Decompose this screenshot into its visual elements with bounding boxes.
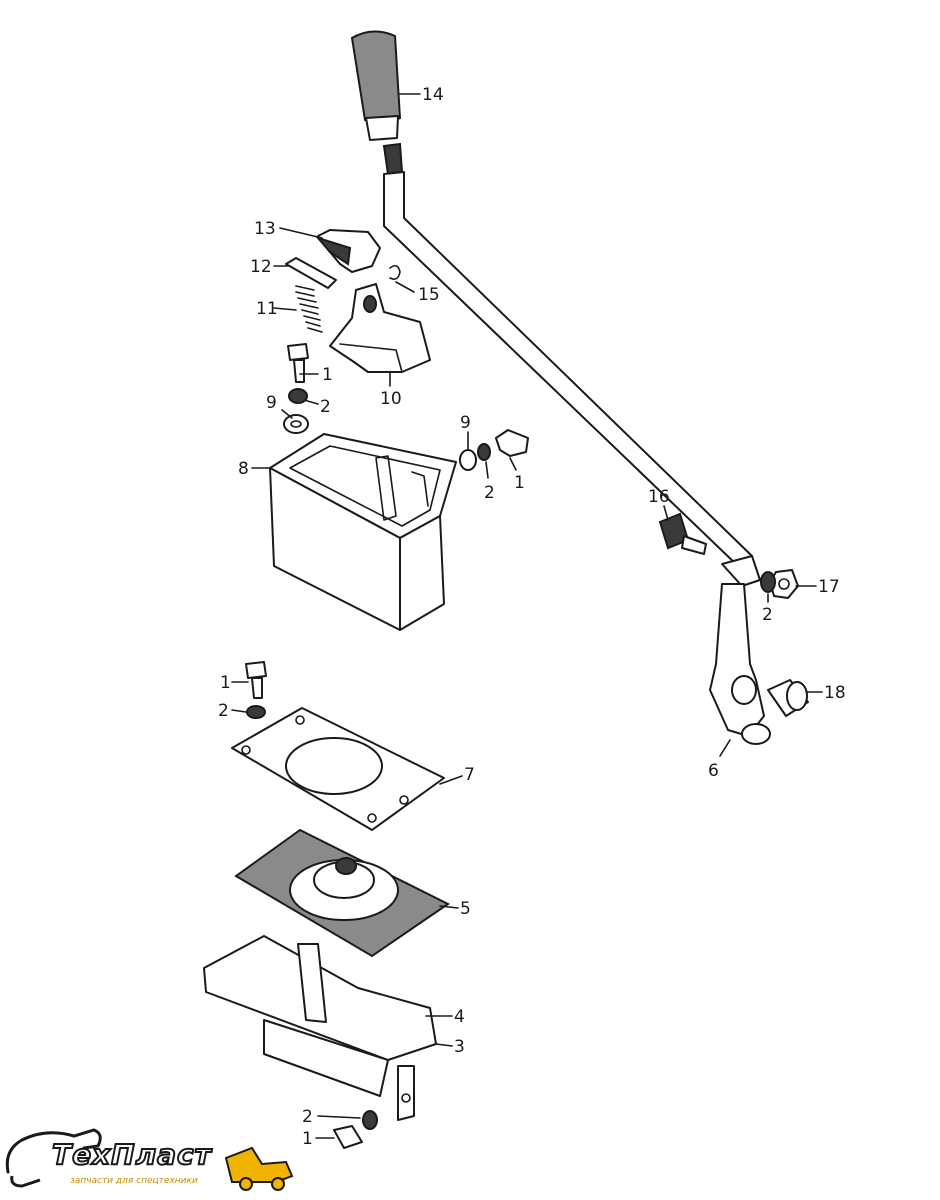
callout-11: 11	[256, 299, 278, 319]
leader-lines	[231, 93, 823, 1139]
callout-12: 12	[250, 257, 272, 277]
callout-2-middle: 2	[218, 701, 229, 721]
part-housing-8	[269, 433, 457, 631]
part-lever-arm	[709, 555, 771, 745]
callout-2-lever: 2	[762, 605, 773, 625]
callout-7: 7	[464, 765, 475, 785]
excavator-logo-icon	[5, 1128, 294, 1191]
callout-17: 17	[818, 577, 840, 597]
part-washer-9b	[459, 449, 477, 471]
brand-name: ТехПласт	[51, 1137, 212, 1172]
part-washer-9a	[283, 414, 309, 434]
callout-2-right: 2	[484, 483, 495, 503]
callout-1-lower: 1	[302, 1129, 313, 1149]
part-bolt-1c	[245, 661, 267, 699]
callout-10: 10	[380, 389, 402, 409]
part-washer-2d	[246, 705, 266, 719]
callout-4: 4	[454, 1007, 465, 1027]
callout-2-lower: 2	[302, 1107, 313, 1127]
part-detent-13	[314, 229, 381, 273]
part-washer-2b	[477, 443, 491, 461]
part-bolt-16	[658, 512, 707, 555]
callout-18: 18	[824, 683, 846, 703]
callout-9-upper: 9	[266, 393, 277, 413]
callout-6: 6	[708, 761, 719, 781]
part-bracket-10	[329, 283, 431, 373]
callout-2-upper: 2	[320, 397, 331, 417]
callout-9-right: 9	[460, 413, 471, 433]
part-base-3	[203, 935, 437, 1121]
part-bushing-18	[767, 679, 809, 717]
brand-logo: ТехПласт запчасти для спецтехники	[0, 1120, 310, 1200]
callout-13: 13	[254, 219, 276, 239]
part-pin-12	[285, 257, 337, 289]
callout-14: 14	[422, 85, 444, 105]
part-washer-2c	[760, 571, 776, 593]
part-gasket-7	[231, 707, 445, 831]
part-spring-11	[295, 285, 323, 333]
part-bolt-1d	[333, 1125, 363, 1149]
part-bolt-1a	[287, 343, 309, 383]
callout-5: 5	[460, 899, 471, 919]
callout-1-right: 1	[514, 473, 525, 493]
callout-16: 16	[648, 487, 670, 507]
callout-8: 8	[238, 459, 249, 479]
callout-1-middle: 1	[220, 673, 231, 693]
part-bolt-1b	[495, 429, 529, 457]
part-washer-2a	[288, 388, 308, 404]
callout-15: 15	[418, 285, 440, 305]
part-washer-2e	[362, 1110, 378, 1130]
callout-3: 3	[454, 1037, 465, 1057]
part-knob	[350, 30, 404, 176]
part-clip-15	[389, 264, 401, 280]
brand-tagline: запчасти для спецтехники	[70, 1176, 198, 1186]
callout-1-upper: 1	[322, 365, 333, 385]
part-plate-5	[234, 828, 450, 958]
